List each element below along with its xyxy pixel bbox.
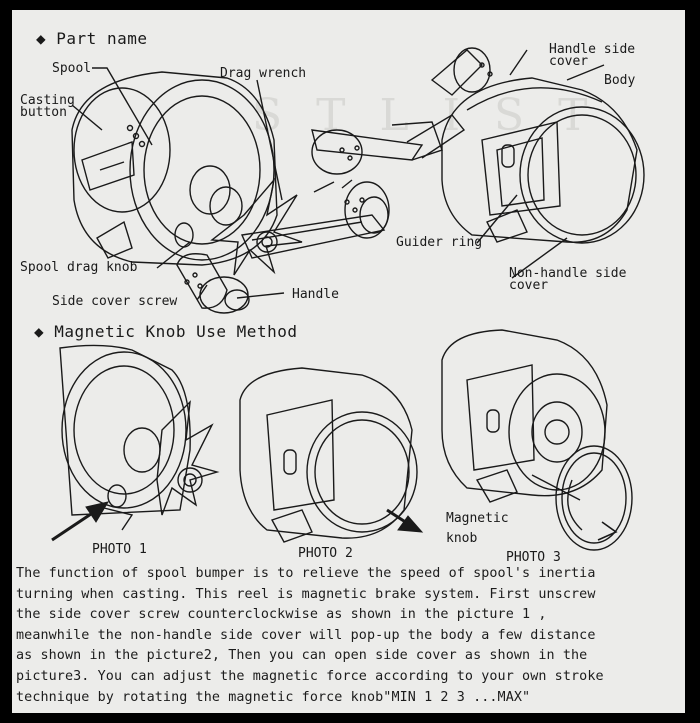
label-non-handle-side-cover-line2: cover [509,278,549,293]
label-body: Body [604,73,636,88]
reel-right-drawing [311,47,645,244]
label-casting-button-line2: button [20,105,67,120]
reel-illustrations [51,47,645,551]
paragraph-line: as shown in the picture2, Then you can o… [16,648,588,664]
label-casting-button-line1: Casting [20,93,75,108]
magnetic-knob-title: Magnetic Knob Use Method [54,322,298,341]
label-spool: Spool [52,61,92,76]
label-handle-side-cover-line2: cover [549,54,589,69]
label-magnetic-knob-line1: Magnetic [446,511,509,526]
diamond-bullet-icon: ◆ [34,322,45,341]
caption-photo-3: PHOTO 3 [506,550,561,565]
background-watermark: S T L I S T [252,90,598,141]
caption-photo-2: PHOTO 2 [298,546,353,561]
reel-left-drawing [71,71,390,314]
label-handle: Handle [292,287,339,302]
paragraph-line: The function of spool bumper is to relie… [16,566,596,581]
photo-1-drawing [59,344,220,531]
label-magnetic-knob-line2: knob [446,531,478,546]
label-guider-ring: Guider ring [396,235,483,250]
part-name-title: Part name [56,29,148,48]
paragraph-line: picture3. You can adjust the magnetic fo… [16,668,604,684]
label-drag-wrench: Drag wrench [220,66,307,81]
instruction-sheet: S T L I S T ◆ Part name [12,10,685,713]
paragraph-line: turning when casting. This reel is magne… [16,586,596,602]
label-handle-side-cover-line1: Handle side [549,42,636,57]
instructions-paragraph: The function of spool bumper is to relie… [16,564,681,708]
paragraph-line: technique by rotating the magnetic force… [16,689,531,705]
paragraph-line: the side cover screw counterclockwise as… [16,607,547,623]
diamond-bullet-icon: ◆ [36,29,47,48]
magnetic-knob-heading: ◆ Magnetic Knob Use Method [34,322,297,341]
label-side-cover-screw: Side cover screw [52,294,178,309]
photo-3-drawing [441,329,633,551]
label-spool-drag-knob: Spool drag knob [20,260,138,275]
caption-photo-1: PHOTO 1 [92,542,147,557]
label-non-handle-side-cover-line1: Non-handle side [509,266,627,281]
part-name-heading: ◆ Part name [36,29,147,48]
paragraph-line: meanwhile the non-handle side cover will… [16,627,596,643]
photo-2-drawing [239,367,418,543]
